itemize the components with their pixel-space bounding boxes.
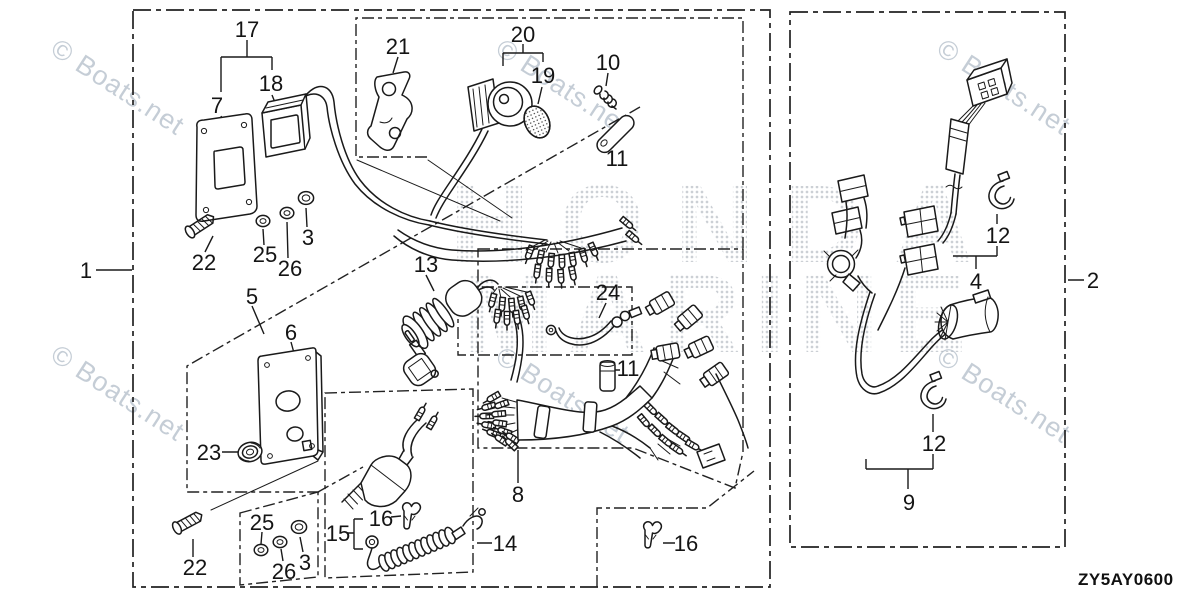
part-11-tube-a bbox=[596, 114, 635, 154]
callout-17: 17 bbox=[235, 17, 259, 42]
callout-8: 8 bbox=[512, 482, 524, 507]
harness-bullet-leads bbox=[393, 215, 645, 262]
part-14-stop-switch bbox=[341, 401, 442, 510]
part-4-key-cap bbox=[934, 289, 999, 341]
part-13-pigtail-terminals bbox=[486, 286, 538, 331]
callout-3: 3 bbox=[299, 550, 311, 575]
part-7-plate bbox=[195, 113, 258, 222]
callout-25: 25 bbox=[250, 510, 274, 535]
part-20-buzzer bbox=[430, 78, 533, 219]
callout-12: 12 bbox=[922, 431, 946, 456]
callout-4: 4 bbox=[970, 269, 982, 294]
callout-1: 1 bbox=[80, 258, 92, 283]
part-10-screw bbox=[593, 85, 617, 110]
callout-16: 16 bbox=[674, 531, 698, 556]
part-25-washer-bottom bbox=[253, 543, 269, 557]
part-21-bracket bbox=[366, 71, 413, 151]
callout-16: 16 bbox=[369, 506, 393, 531]
part-15-lanyard bbox=[365, 507, 486, 572]
part-24-jumper-lead bbox=[545, 306, 643, 346]
part-4-panel-harness bbox=[823, 58, 1015, 410]
part-23-nut bbox=[237, 441, 263, 463]
group-box-harness bbox=[477, 248, 744, 489]
part-3-nut-bottom bbox=[290, 519, 308, 535]
kit-box-2 bbox=[789, 11, 1066, 548]
callout-21: 21 bbox=[386, 34, 410, 59]
group-box-hardware bbox=[239, 466, 364, 586]
callout-9: 9 bbox=[903, 490, 915, 515]
group-box-clip bbox=[596, 470, 755, 587]
callout-11: 11 bbox=[606, 146, 629, 171]
callout-5: 5 bbox=[246, 284, 258, 309]
callout-26: 26 bbox=[272, 559, 296, 584]
part-19-pad bbox=[523, 105, 551, 139]
part-25-washer-top bbox=[255, 214, 271, 228]
callout-3: 3 bbox=[302, 225, 314, 250]
part-26-washer-top bbox=[279, 206, 295, 220]
part-26-washer-bottom bbox=[272, 535, 288, 549]
callout-22: 22 bbox=[183, 555, 207, 580]
callout-14: 14 bbox=[493, 531, 517, 556]
part-3-nut-top bbox=[297, 190, 315, 206]
callout-25: 25 bbox=[253, 242, 277, 267]
callout-19: 19 bbox=[531, 63, 555, 88]
callout-26: 26 bbox=[278, 256, 302, 281]
callout-24: 24 bbox=[596, 280, 620, 305]
diagram-code: ZY5AY0600 bbox=[1078, 570, 1174, 589]
part-8-main-harness bbox=[474, 290, 749, 469]
group-box-24 bbox=[457, 286, 633, 356]
callout-6: 6 bbox=[285, 320, 297, 345]
callout-23: 23 bbox=[197, 440, 221, 465]
callout-10: 10 bbox=[596, 50, 620, 75]
callout-13: 13 bbox=[414, 252, 438, 277]
callout-20: 20 bbox=[511, 22, 535, 47]
callout-7: 7 bbox=[211, 93, 223, 118]
callout-22: 22 bbox=[192, 250, 216, 275]
callout-18: 18 bbox=[259, 71, 283, 96]
kit-box-1 bbox=[132, 9, 771, 588]
part-6-plate bbox=[257, 347, 324, 465]
dashed-boxes bbox=[132, 9, 1066, 588]
callout-2: 2 bbox=[1087, 268, 1099, 293]
group-box-horn bbox=[355, 17, 744, 248]
part-18-switch bbox=[261, 85, 548, 245]
callout-11: 11 bbox=[617, 356, 640, 381]
callout-12: 12 bbox=[986, 223, 1010, 248]
part-13-ignition-switch bbox=[401, 279, 499, 387]
group-box-14 bbox=[324, 388, 474, 579]
parts-artwork bbox=[169, 58, 1015, 572]
group-box-panel bbox=[186, 106, 641, 493]
part-11-tube-b bbox=[599, 360, 616, 392]
leader-lines bbox=[96, 40, 1084, 562]
callout-15: 15 bbox=[326, 521, 350, 546]
